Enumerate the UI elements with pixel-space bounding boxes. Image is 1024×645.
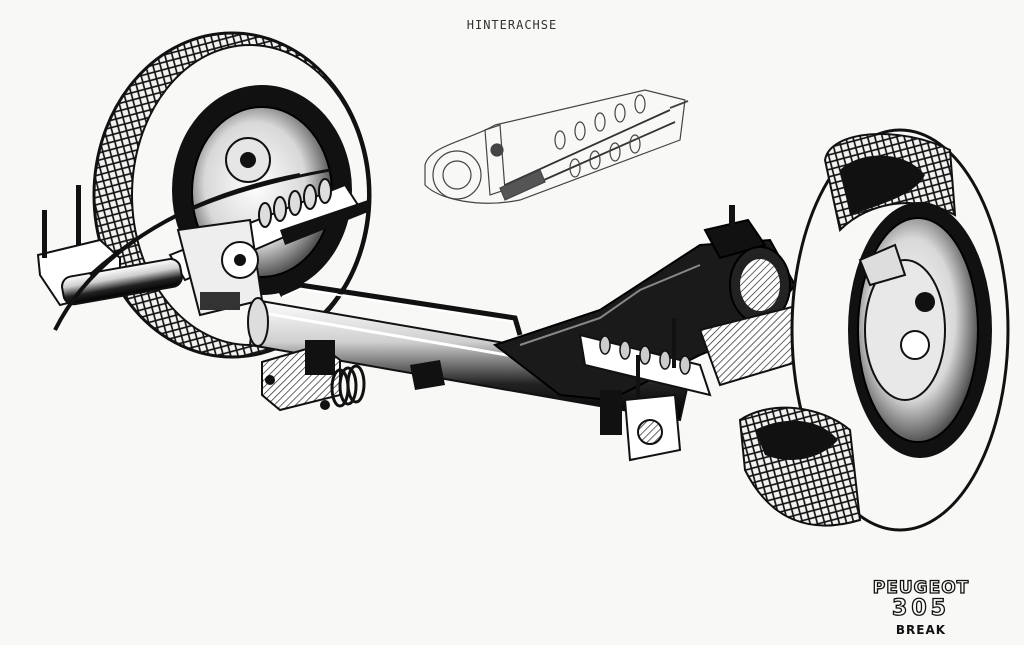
logo-brand: PEUGEOT [872, 578, 970, 598]
right-shock-absorber [578, 318, 712, 400]
peugeot-logo: PEUGEOT 305 BREAK [862, 578, 980, 637]
center-pivot [410, 360, 445, 390]
right-wheel [738, 128, 1010, 532]
logo-model: 305 [891, 596, 950, 621]
right-lower-mount [600, 390, 682, 462]
inset-shock-detail [424, 89, 689, 204]
lower-spring-bracket [261, 340, 366, 412]
anti-roll-bar [278, 282, 523, 336]
logo-variant: BREAK [895, 623, 947, 637]
drawing-title: HINTERACHSE [466, 18, 558, 32]
left-wheel [92, 31, 372, 359]
right-trailing-arm [492, 205, 797, 402]
left-hub-assembly [176, 218, 264, 317]
left-mount-bracket [36, 185, 183, 307]
